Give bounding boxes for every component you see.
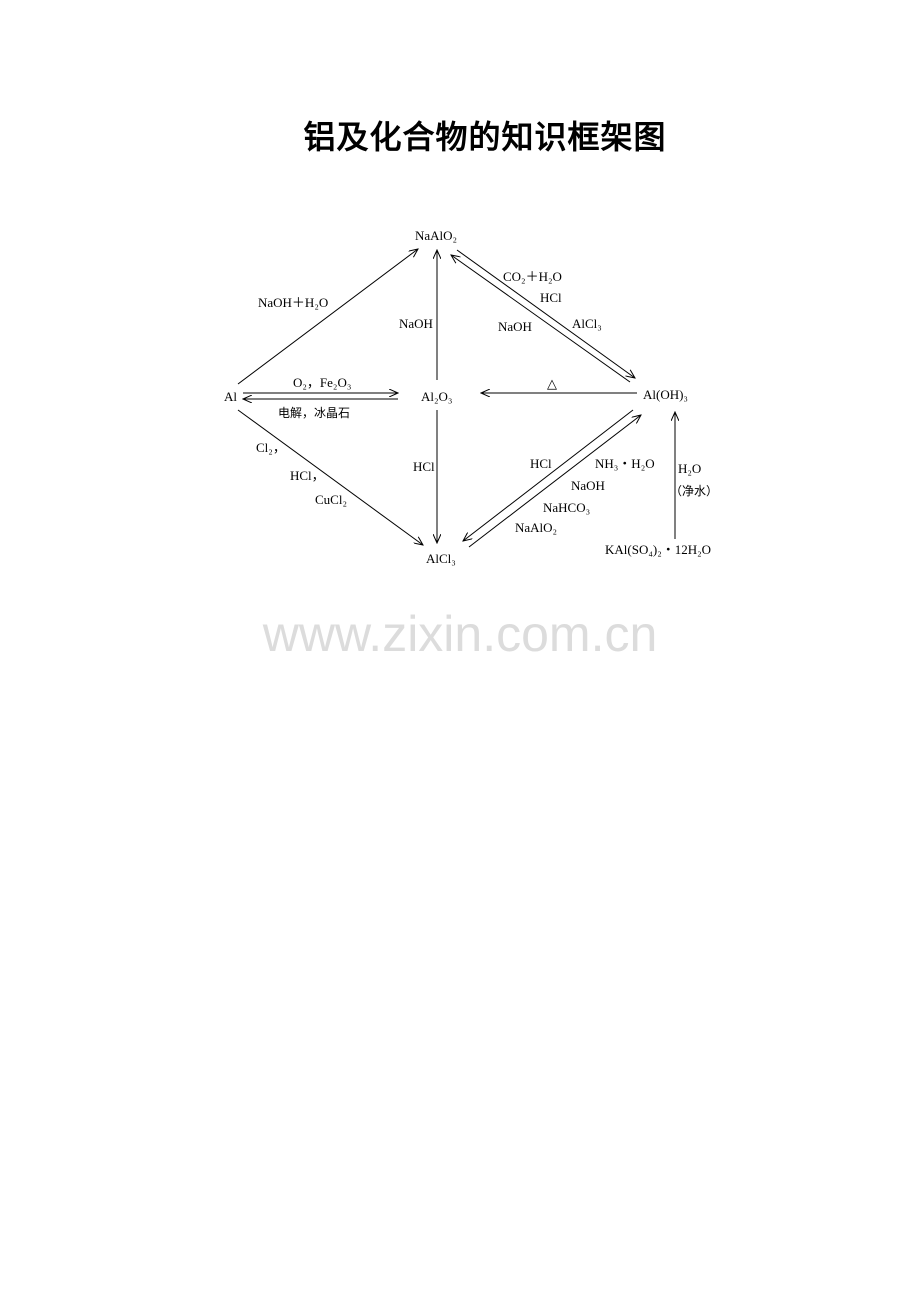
label-naalo2-to-aloh3-1: CO₂＋H₂O xyxy=(503,269,562,284)
label-al-to-al2o3: O₂，Fe₂O₃ xyxy=(293,375,351,390)
label-alum-to-aloh3-1: H₂O xyxy=(678,461,701,476)
node-alcl3: AlCl₃ xyxy=(426,551,456,566)
arrow-naalo2-to-aloh3 xyxy=(456,249,635,378)
node-al: Al xyxy=(224,389,237,404)
label-aloh3-to-naalo2: NaOH xyxy=(498,319,532,334)
label-naalo2-to-aloh3-3: AlCl₃ xyxy=(572,316,602,331)
label-al2o3-to-naalo2: NaOH xyxy=(399,316,433,331)
label-alcl3-to-aloh3-1: NH₃・H₂O xyxy=(595,456,655,471)
arrow-aloh3-to-naalo2 xyxy=(451,255,631,383)
page-title: 铝及化合物的知识框架图 xyxy=(303,118,667,156)
label-aloh3-to-alcl3: HCl xyxy=(530,456,552,471)
arrow-alcl3-to-aloh3 xyxy=(468,415,641,548)
node-naalo2: NaAlO₂ xyxy=(415,228,457,243)
label-al-to-alcl3-1: Cl₂， xyxy=(256,440,286,455)
label-alcl3-to-aloh3-4: NaAlO₂ xyxy=(515,520,557,535)
node-al2o3: Al₂O₃ xyxy=(421,389,452,404)
node-alum: KAl(SO₄)₂・12H₂O xyxy=(605,542,711,557)
label-alcl3-to-aloh3-2: NaOH xyxy=(571,478,605,493)
label-naalo2-to-aloh3-2: HCl xyxy=(540,290,562,305)
label-alum-to-aloh3-2: （净水） xyxy=(670,484,718,498)
arrow-al-to-alcl3 xyxy=(237,409,423,545)
node-aloh3: Al(OH)₃ xyxy=(643,387,688,402)
label-al-to-naalo2: NaOH＋H₂O xyxy=(258,295,328,310)
label-aloh3-to-al2o3: △ xyxy=(547,376,557,391)
label-al2o3-to-al: 电解，冰晶石 xyxy=(278,406,350,420)
label-al-to-alcl3-2: HCl， xyxy=(290,468,325,483)
arrow-al-to-naalo2 xyxy=(237,249,418,385)
arrow-aloh3-to-alcl3 xyxy=(463,409,634,541)
label-al-to-alcl3-3: CuCl₂ xyxy=(315,492,347,507)
label-alcl3-to-aloh3-3: NaHCO₃ xyxy=(543,500,590,515)
label-al2o3-to-alcl3: HCl xyxy=(413,459,435,474)
watermark: www.zixin.com.cn xyxy=(262,606,658,662)
